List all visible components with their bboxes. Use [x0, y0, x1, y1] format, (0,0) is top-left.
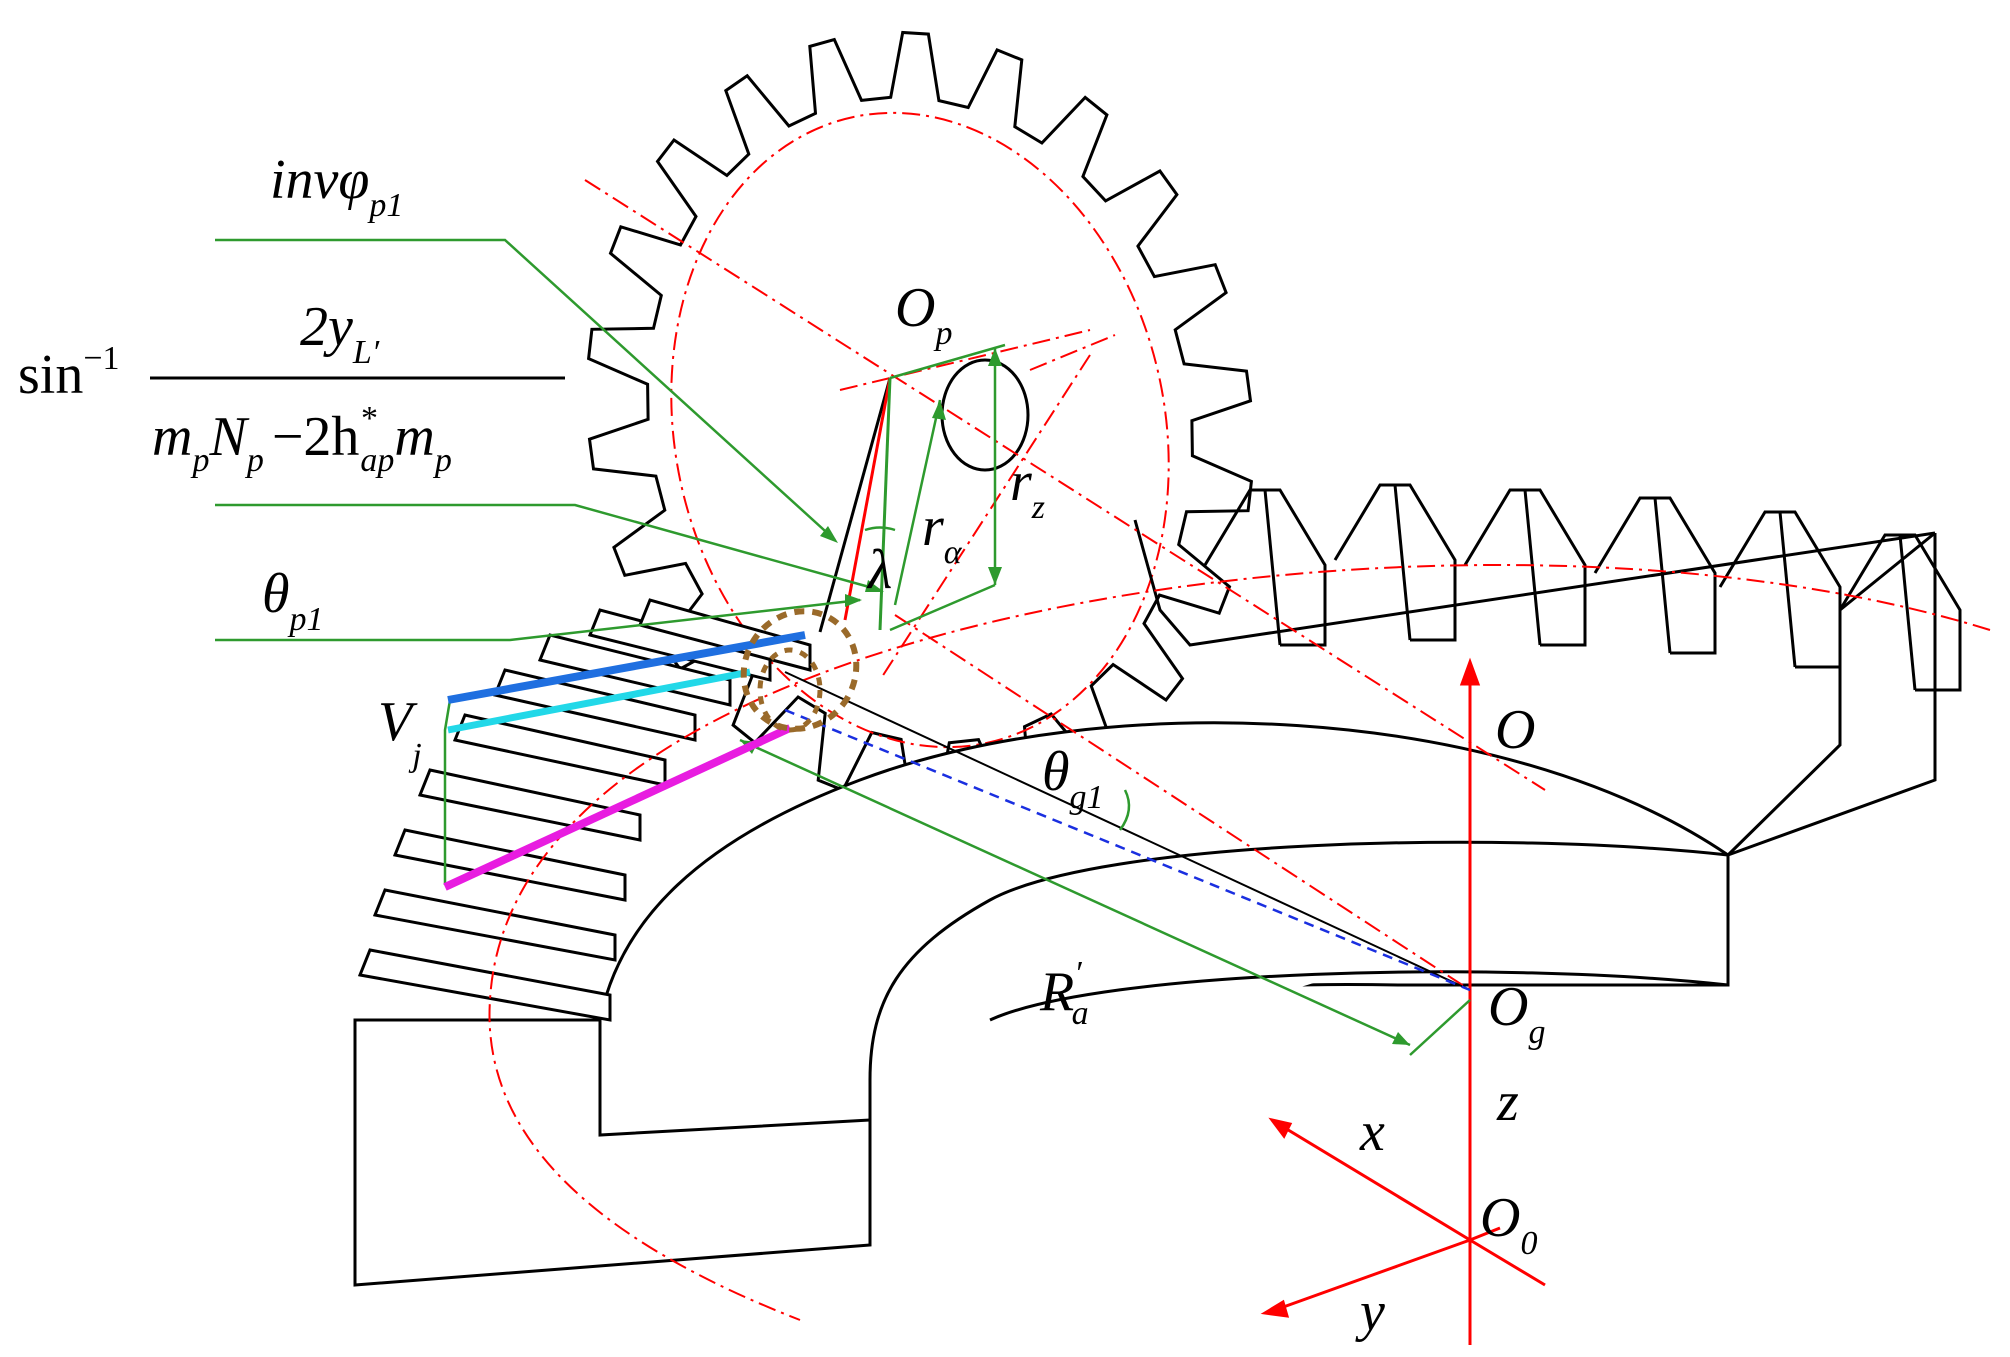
label-denominator: mpNp−2h*apmp — [152, 400, 452, 479]
y-axis — [1274, 1238, 1471, 1312]
contact-pattern-inner — [757, 647, 823, 733]
face-gear-tooth — [1838, 533, 1962, 692]
radius-black — [818, 377, 892, 633]
label-theta-g1: θg1 — [1042, 741, 1104, 816]
face-gear-teeth-left — [357, 598, 812, 1022]
label-theta-p1: θp1 — [262, 563, 324, 638]
face-gear-tooth-edge — [1393, 484, 1412, 641]
face-gear-body — [353, 531, 1937, 1287]
ralpha-line — [893, 399, 942, 606]
face-gear-inner-arc-top — [598, 721, 1729, 1137]
radius-green — [878, 377, 892, 631]
face-gear-tooth — [1333, 483, 1457, 642]
rz-top — [889, 343, 1006, 380]
pinion-gear — [586, 30, 1254, 810]
Ra-tick-end — [1409, 999, 1471, 1056]
arrow-inv-phi — [820, 526, 838, 543]
face-gear-pitch-arc — [488, 564, 1991, 1321]
x-axis-arrowhead — [1268, 1117, 1293, 1139]
x-axis — [1279, 1123, 1471, 1242]
y-axis-arrowhead — [1260, 1299, 1290, 1318]
label-O: O — [1495, 699, 1535, 761]
rz-bottom — [889, 583, 996, 632]
contact-pattern — [740, 608, 860, 732]
face-gear-top-rim — [1726, 531, 1936, 857]
red-construction-lines — [584, 179, 1546, 991]
pinion-tangent — [1029, 334, 1116, 371]
x-axis-back — [1469, 1238, 1546, 1287]
label-lambda: λ — [866, 539, 892, 601]
face-gear-tooth — [417, 768, 642, 842]
label-rz: rz — [1010, 451, 1045, 526]
face-gear-tooth — [357, 948, 612, 1022]
face-gear-inner-arc-low — [989, 970, 1729, 1022]
face-gear-tooth — [372, 888, 617, 962]
gear-radius-dashed — [784, 708, 1471, 992]
arrow-rz-top — [988, 348, 1002, 366]
label-numerator: 2yL′ — [300, 296, 380, 371]
arrow-ralpha — [932, 400, 946, 420]
label-Og: Og — [1488, 976, 1545, 1051]
label-ralpha: rα — [922, 496, 963, 571]
label-inv-phi: invφp1 — [270, 149, 403, 224]
face-gear-tooth-edge — [1898, 534, 1917, 691]
label-y: y — [1355, 1281, 1385, 1343]
face-gear-tooth — [1593, 496, 1717, 655]
face-gear-inner-arc-mid — [868, 840, 1729, 1081]
face-gear-tooth — [392, 828, 627, 902]
radius-red — [843, 377, 892, 621]
theta-g1-arc — [1118, 789, 1131, 831]
leader-theta-p1 — [215, 598, 861, 642]
label-Vj: Vj — [378, 691, 422, 774]
Ra-line — [739, 738, 1411, 1047]
face-gear-tooth — [1203, 488, 1327, 647]
label-x: x — [1359, 1101, 1385, 1163]
label-O0: O0 — [1480, 1187, 1537, 1262]
leader-inv-phi — [215, 238, 836, 541]
face-gear-tooth-edge — [1653, 497, 1672, 654]
contact-line-cyan — [447, 668, 751, 734]
face-gear-tooth-edge — [1778, 511, 1797, 668]
mesh-line — [894, 614, 1471, 991]
y-axis-back — [1469, 1226, 1501, 1242]
green-arrowheads — [740, 348, 1410, 1045]
label-Op: Op — [895, 277, 952, 352]
pinion-center-line — [839, 329, 1091, 391]
face-gear-tooth-edge — [1263, 489, 1282, 646]
label-sin: sin−1 — [18, 340, 120, 406]
pinion-axis-line — [584, 179, 1546, 791]
pinion-outline — [586, 30, 1254, 810]
face-gear-teeth-right — [1133, 483, 1962, 692]
face-gear-tooth — [452, 713, 667, 787]
leader-sin-expr — [215, 503, 881, 592]
contact-line-blue — [447, 631, 806, 704]
face-gear-tooth-base — [1133, 519, 1936, 647]
label-Ra: R′a — [1039, 955, 1089, 1032]
label-z: z — [1496, 1071, 1519, 1133]
red-axes — [1260, 657, 1546, 1345]
lambda-arc — [864, 526, 896, 532]
pinion-radii — [818, 377, 892, 633]
labels: invφp1 sin−1 2yL′ mpNp−2h*apmp θp1 Op rα… — [18, 149, 1545, 1343]
arrow-rz-bottom — [988, 567, 1002, 585]
face-gear-tooth-edge — [1523, 489, 1542, 646]
arrow-Ra-end — [1392, 1032, 1410, 1045]
gear-center-line — [879, 354, 1091, 681]
green-dimensions — [215, 238, 1471, 1056]
Vj-bracket — [443, 699, 452, 885]
gear-radius-line — [784, 671, 1471, 991]
face-gear-tooth — [1463, 488, 1587, 647]
arrow-theta — [845, 594, 862, 607]
z-axis-arrowhead — [1459, 657, 1481, 686]
arrow-sin — [865, 580, 884, 592]
face-gear-tooth — [637, 598, 812, 672]
contact-line-magenta — [443, 724, 792, 891]
